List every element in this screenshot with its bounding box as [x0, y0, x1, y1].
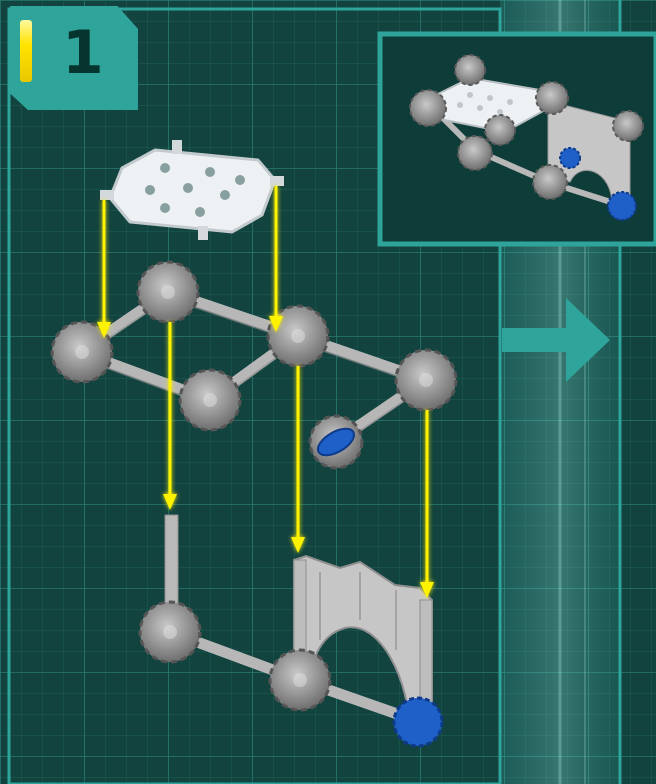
preview-inset: [380, 34, 656, 244]
step-number: 1: [62, 14, 104, 92]
step-badge-accent: [20, 20, 32, 82]
